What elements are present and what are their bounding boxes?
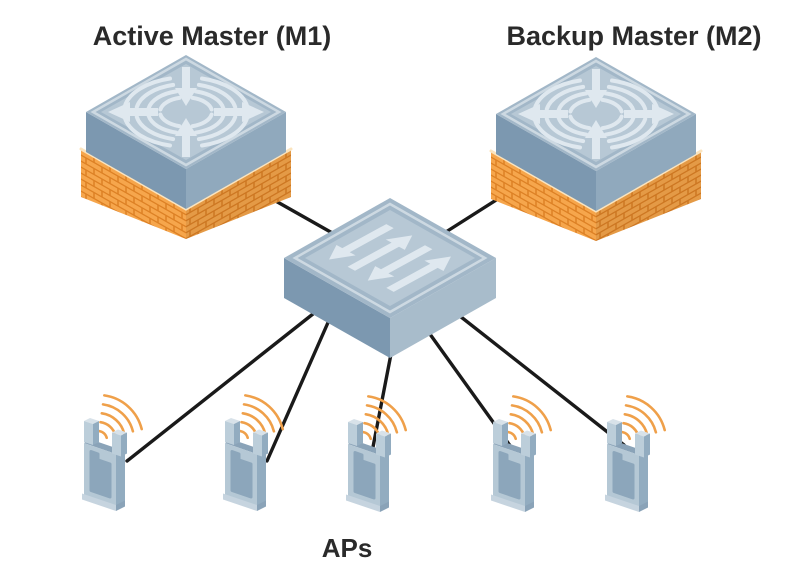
switch-icon: [284, 198, 496, 358]
access-point-1: [80, 393, 144, 513]
link-switch-ap2: [265, 316, 332, 463]
access-point-5: [603, 394, 667, 514]
access-point-3: [344, 394, 408, 514]
link-switch-ap5: [454, 311, 626, 447]
link-switch-ap1: [125, 308, 320, 463]
aps-label: APs: [322, 533, 373, 563]
active-master-label: Active Master (M1): [93, 21, 332, 51]
active-master-node: [81, 55, 291, 239]
backup-master-label: Backup Master (M2): [506, 21, 761, 51]
access-point-2: [221, 393, 285, 513]
access-point-4: [489, 394, 553, 514]
core-switch-node: [284, 198, 496, 358]
switch-arrows-icon: [329, 224, 451, 292]
backup-master-node: [491, 57, 701, 241]
